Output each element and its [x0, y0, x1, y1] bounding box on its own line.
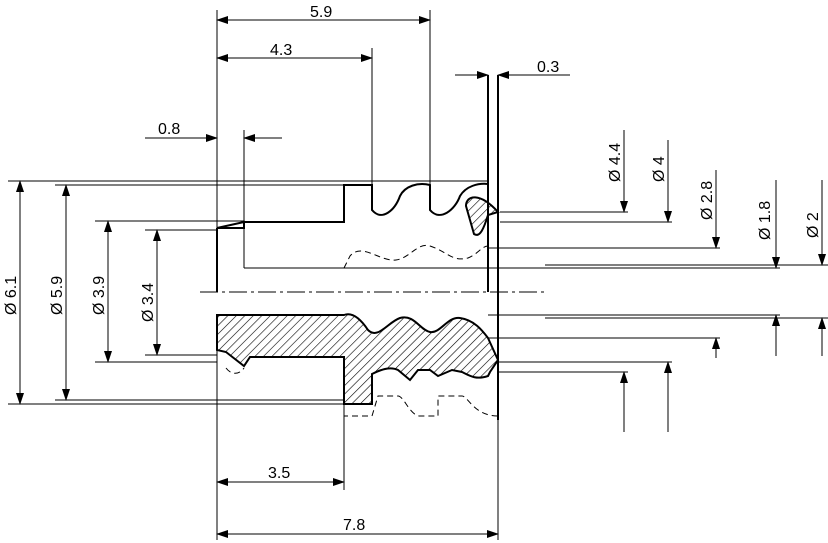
dim-label: 4.3	[270, 42, 292, 59]
dimension-dia-3-9: Ø 3.9	[91, 220, 112, 363]
dimension-dia-6-1: Ø 6.1	[3, 180, 25, 405]
dimension-3-5: 3.5	[216, 465, 345, 486]
dim-label: Ø 3.4	[140, 283, 157, 322]
dimension-0-3: 0.3	[455, 59, 570, 79]
dim-label: 3.5	[268, 465, 290, 482]
dimension-dia-4-4: Ø 4.4	[607, 130, 628, 432]
dim-label: Ø 2	[805, 212, 822, 238]
part-lower-half-section	[216, 313, 500, 540]
dim-label: Ø 3.9	[91, 276, 108, 315]
dimension-dia-4: Ø 4	[651, 140, 672, 432]
dim-label: Ø 1.8	[757, 201, 774, 240]
dimension-dia-5-9: Ø 5.9	[49, 184, 70, 401]
dim-label: Ø 6.1	[3, 276, 20, 315]
dim-label: 0.8	[158, 121, 180, 138]
dimension-7-8: 7.8	[216, 517, 499, 538]
dimension-5-9: 5.9	[216, 4, 431, 24]
dimension-dia-3-4: Ø 3.4	[140, 229, 161, 356]
dim-label: 5.9	[310, 4, 332, 21]
dim-label: 0.3	[537, 59, 559, 76]
dimension-0-8: 0.8	[145, 121, 282, 142]
dim-label: Ø 4.4	[607, 143, 624, 182]
dim-label: 7.8	[343, 517, 365, 534]
dimension-dia-1-8: Ø 1.8	[757, 180, 780, 356]
dim-label: Ø 4	[651, 156, 668, 182]
dim-label: Ø 5.9	[49, 276, 66, 315]
dimension-dia-2-8: Ø 2.8	[699, 170, 720, 358]
dimension-4-3: 4.3	[216, 42, 373, 62]
dimension-dia-2: Ø 2	[805, 180, 826, 356]
extension-lines	[8, 10, 828, 540]
dim-label: Ø 2.8	[699, 181, 716, 220]
